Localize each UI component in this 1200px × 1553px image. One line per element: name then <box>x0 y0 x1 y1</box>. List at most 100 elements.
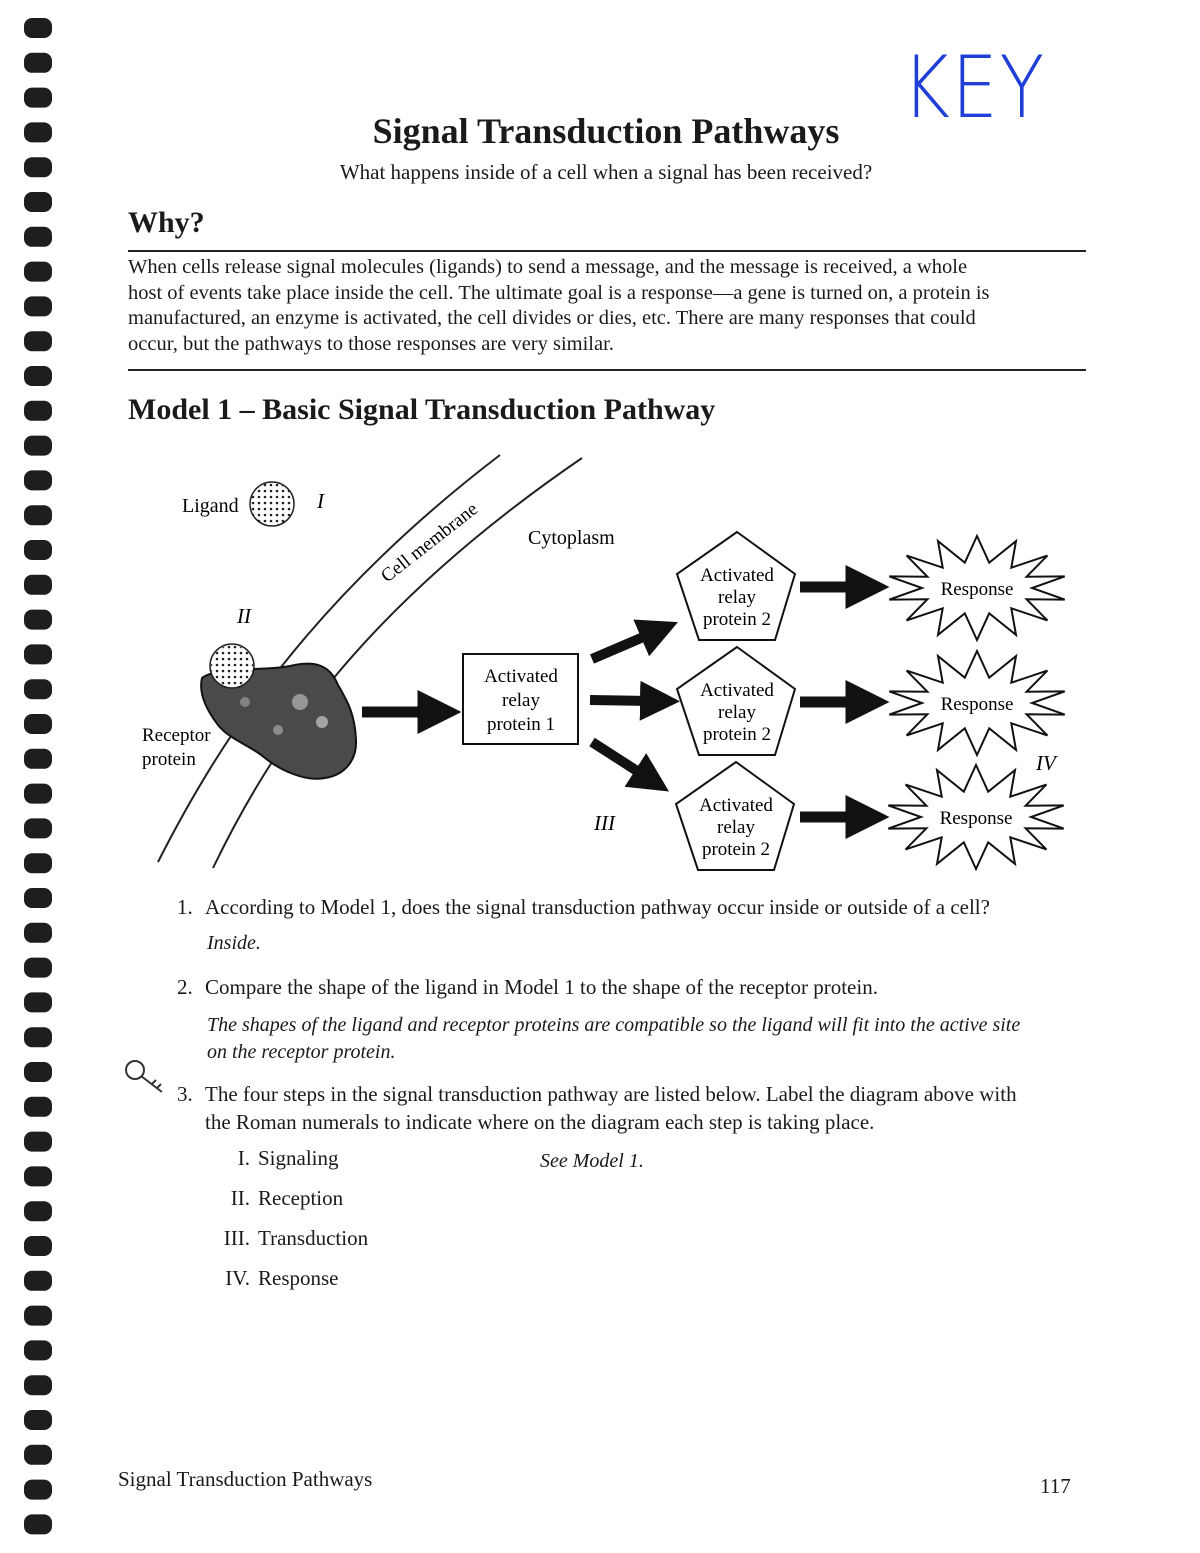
spiral-binding <box>24 18 52 1535</box>
arrow-to-relay2-top <box>590 619 678 664</box>
question-number: 1. <box>177 895 193 919</box>
numeral-ii: II <box>236 604 252 628</box>
binding-coil <box>24 470 52 491</box>
binding-coil <box>24 818 52 839</box>
step-label: Signaling <box>258 1146 339 1170</box>
step-label: Response <box>258 1266 339 1290</box>
relay-protein-2-bottom: Activated relay protein 2 <box>674 760 796 871</box>
answer-line: on the receptor protein. <box>207 1041 396 1063</box>
step-signaling: I. Signaling <box>200 1146 339 1171</box>
numeral-iii: III <box>593 811 616 835</box>
bound-ligand-dots <box>211 645 253 687</box>
question-number: 2. <box>177 975 193 999</box>
binding-coil <box>24 1410 52 1430</box>
binding-coil <box>24 679 52 700</box>
binding-coil <box>24 1375 52 1396</box>
binding-coil <box>24 52 52 73</box>
binding-coil <box>24 783 52 804</box>
binding-coil <box>24 400 52 421</box>
signal-pathway-diagram: Cell membrane Ligand I Cytoplasm II Rece… <box>142 454 1066 872</box>
why-line: manufactured, an enzyme is activated, th… <box>128 307 976 329</box>
binding-coil <box>24 1444 52 1465</box>
why-paragraph: When cells release signal molecules (lig… <box>128 255 1078 357</box>
why-line: host of events take place inside the cel… <box>128 281 990 304</box>
binding-coil <box>24 714 52 734</box>
step-reception: II.Reception <box>200 1186 343 1211</box>
footer-title: Signal Transduction Pathways <box>118 1467 373 1491</box>
pentagon-shape <box>675 530 797 641</box>
step-response: IV. Response <box>200 1266 339 1291</box>
relay-protein-2-top: Activated relay protein 2 <box>675 530 797 641</box>
receptor-speck <box>273 725 283 735</box>
binding-coil <box>24 1062 52 1082</box>
binding-coil <box>24 18 52 38</box>
binding-coil <box>24 1236 52 1256</box>
why-line: occur, but the pathways to those respons… <box>128 332 614 355</box>
membrane-inner-line <box>212 457 583 869</box>
response-burst-mid: Response <box>888 648 1066 758</box>
binding-coil <box>24 87 52 108</box>
question-text: According to Model 1, does the signal tr… <box>205 895 990 919</box>
page-subtitle: What happens inside of a cell when a sig… <box>339 160 873 184</box>
question-1: 1. According to Model 1, does the signal … <box>177 893 1087 921</box>
receptor-label-line1: Receptor <box>142 725 211 746</box>
step-label: Transduction <box>258 1226 369 1250</box>
relay2-line: relay <box>718 587 756 608</box>
relay1-line: relay <box>502 690 540 711</box>
relay1-line: protein 1 <box>487 714 555 735</box>
question-text: the Roman numerals to indicate where on … <box>205 1110 875 1134</box>
step-numeral: IV. <box>225 1266 250 1290</box>
binding-coil <box>24 609 52 630</box>
answer-1: Inside. <box>207 932 261 954</box>
question-3: 3. The four steps in the signal transduct… <box>177 1080 1087 1136</box>
binding-coil <box>24 540 52 560</box>
why-line: When cells release signal molecules (lig… <box>128 256 968 278</box>
question-text: The four steps in the signal transductio… <box>205 1082 1017 1106</box>
binding-coil <box>24 331 52 352</box>
binding-coil <box>24 1131 52 1152</box>
question-text-line: 3. The four steps in the signal transduct… <box>177 1080 1087 1108</box>
page-number: 117 <box>1040 1474 1071 1498</box>
question-number: 3. <box>177 1082 193 1106</box>
answer-2: The shapes of the ligand and receptor pr… <box>207 1012 1087 1066</box>
response-burst-top: Response <box>888 533 1066 643</box>
question-2: 2.Compare the shape of the ligand in Mod… <box>177 973 1087 1001</box>
binding-coil <box>24 1479 52 1500</box>
step-transduction: III.Transduction <box>200 1226 368 1251</box>
response-label: Response <box>941 579 1014 600</box>
page-title: Signal Transduction Pathways <box>372 111 840 151</box>
binding-coil <box>24 122 52 143</box>
relay1-line: Activated <box>484 666 558 687</box>
relay-protein-2-mid: Activated relay protein 2 <box>675 645 797 756</box>
why-heading: Why? <box>128 206 205 239</box>
key-annotation: KEY <box>902 38 1046 138</box>
step-numeral: I. <box>237 1146 250 1170</box>
why-bottom-rule <box>128 369 1086 371</box>
binding-coil <box>24 296 52 317</box>
binding-coil <box>24 435 52 456</box>
step-numeral: II. <box>230 1186 250 1210</box>
receptor-label-line2: protein <box>142 749 196 770</box>
binding-coil <box>24 1514 52 1535</box>
binding-coil <box>24 644 52 665</box>
binding-coil <box>24 226 52 247</box>
arrow-to-relay2-bottom <box>589 737 670 792</box>
binding-coil <box>24 574 52 595</box>
binding-coil <box>24 1201 52 1222</box>
receptor-speck <box>240 697 250 707</box>
why-top-rule <box>128 250 1086 252</box>
response-label: Response <box>941 694 1014 715</box>
starburst-shape <box>888 648 1066 758</box>
binding-coil <box>24 505 52 526</box>
binding-coil <box>24 748 52 769</box>
binding-coil <box>24 261 52 282</box>
relay-protein-1-box <box>462 653 579 745</box>
binding-coil <box>24 888 52 908</box>
binding-coil <box>24 1340 52 1361</box>
response-label: Response <box>940 808 1013 829</box>
pentagon-shape <box>674 760 796 871</box>
relay2-line: relay <box>718 702 756 723</box>
arrow-to-relay2-mid <box>589 680 680 721</box>
ligand-molecule <box>249 481 295 527</box>
binding-coil <box>24 922 52 943</box>
